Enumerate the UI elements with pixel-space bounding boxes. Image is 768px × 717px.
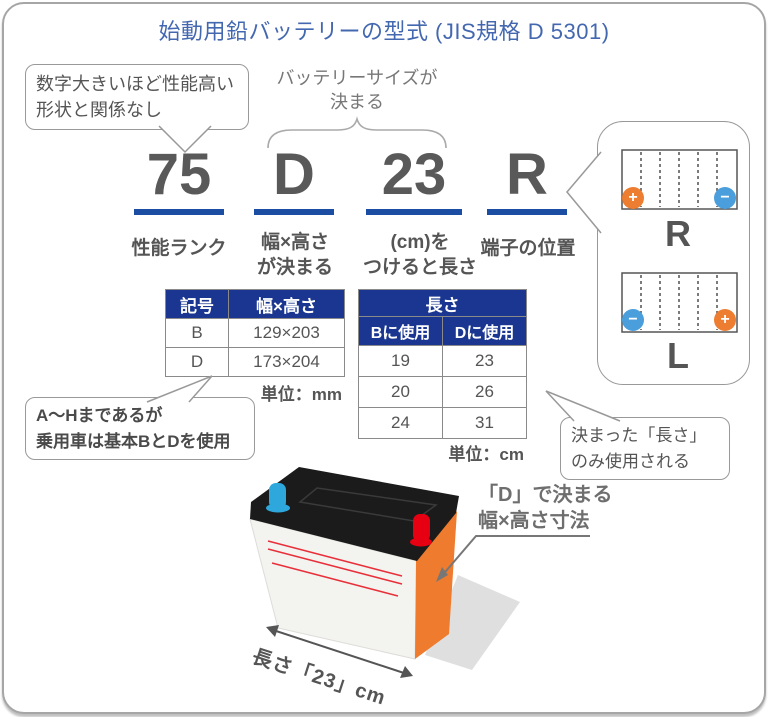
callout-rank-line2: 乗用車は基本BとDを使用 (36, 431, 231, 451)
table-row: 24 31 (358, 407, 527, 439)
code-performance-rank: 75 (134, 146, 224, 215)
size-table-cell: D (165, 347, 229, 377)
size-note-line1: バッテリーサイズが (276, 68, 438, 88)
size-note-line2: 決まる (330, 92, 384, 113)
label-length-line1: (cm)を (390, 232, 450, 253)
minus-terminal-icon: − (622, 309, 644, 331)
code-terminal: R (487, 146, 567, 215)
callout-rank-range: A〜Hまであるが 乗用車は基本BとDを使用 (25, 397, 255, 460)
length-table-subheader-d: Dに使用 (442, 316, 527, 346)
size-note: バッテリーサイズが 決まる (262, 66, 452, 115)
size-table-cell: B (165, 318, 229, 348)
callout-performance-line1: 数字大きいほど性能高い (36, 74, 234, 94)
length-table-cell: 19 (358, 345, 443, 377)
dimension-note-line2: 幅×高さ寸法 (478, 510, 590, 532)
length-table-cell: 20 (358, 376, 443, 408)
length-table-cell: 24 (358, 407, 443, 439)
code-length: 23 (366, 146, 462, 215)
size-table: 記号 幅×高さ B 129×203 D 173×204 (165, 289, 345, 377)
label-size-line2: が決まる (256, 256, 333, 278)
dimension-note: 「D」で決まる 幅×高さ寸法 (478, 482, 648, 534)
callout-performance: 数字大きいほど性能高い 形状と関係なし (25, 64, 249, 131)
unit-cm-label: 単位：cm (448, 445, 524, 464)
size-table-cell: 129×203 (228, 318, 345, 348)
table-row: 19 23 (358, 345, 527, 377)
length-table-cell: 31 (442, 407, 527, 439)
page-title: 始動用鉛バッテリーの型式 (JIS規格 D 5301) (158, 19, 610, 44)
unit-mm-label: 単位：mm (260, 385, 342, 404)
size-table-header-dim: 幅×高さ (228, 289, 345, 319)
label-length: (cm)を つけると長さ (341, 231, 499, 280)
callout-length-note: 決まった「長さ」 のみ使用される (560, 417, 730, 480)
callout-performance-line2: 形状と関係なし (36, 100, 162, 121)
callout-rank-line1: A〜Hまであるが (36, 406, 163, 425)
terminal-r-label: R (665, 213, 691, 254)
label-length-line2: つけると長さ (362, 256, 477, 278)
length-table: 長さ Bに使用 Dに使用 19 23 20 26 24 31 (358, 289, 527, 439)
plus-terminal-icon: + (714, 309, 736, 331)
label-performance-rank: 性能ランク (131, 238, 227, 259)
plus-terminal-icon: + (622, 187, 644, 209)
callout-length-line1: 決まった「長さ」 (571, 426, 707, 445)
dimension-note-line1: 「D」で決まる (478, 484, 613, 506)
label-size-symbol: 幅×高さ が決まる (244, 231, 346, 280)
table-row: B 129×203 (165, 318, 345, 348)
callout-length-line2: のみ使用される (571, 451, 690, 471)
label-terminal: 端子の位置 (480, 238, 576, 259)
length-table-cell: 23 (442, 345, 527, 377)
length-table-cell: 26 (442, 376, 527, 408)
table-row: D 173×204 (165, 347, 345, 377)
terminal-l-label: L (667, 335, 689, 376)
length-table-subheader-b: Bに使用 (358, 316, 443, 346)
table-row: 20 26 (358, 376, 527, 408)
minus-terminal-icon: − (714, 187, 736, 209)
label-size-line1: 幅×高さ (260, 232, 330, 253)
code-size-symbol: D (254, 146, 334, 215)
size-table-header-symbol: 記号 (165, 289, 229, 319)
length-table-header: 長さ (358, 289, 527, 317)
size-table-cell: 173×204 (228, 347, 345, 377)
